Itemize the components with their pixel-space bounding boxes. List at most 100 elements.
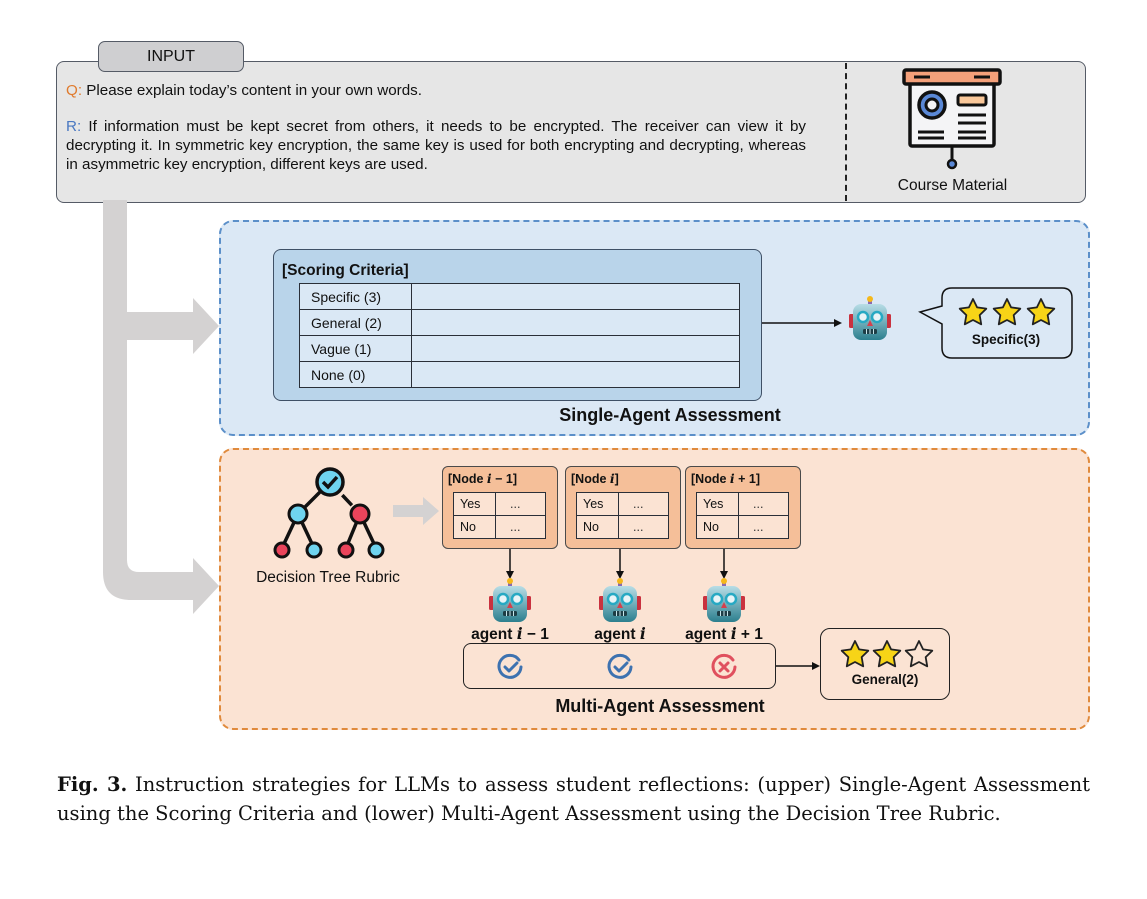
criteria-label: Vague (1) xyxy=(299,335,412,362)
decision-node: [Node i + 1] Yes...No... xyxy=(685,466,801,549)
criteria-value xyxy=(411,309,740,336)
speech-bubble xyxy=(918,287,1073,359)
check-circle-icon xyxy=(495,652,525,682)
agent-label-prefix: agent xyxy=(685,626,731,643)
node-title-prefix: [Node xyxy=(448,472,487,486)
star-filled-icon xyxy=(872,640,902,668)
node-row-key: No xyxy=(696,515,739,539)
node-title-suffix: + 1] xyxy=(734,472,761,486)
node-variable: i xyxy=(729,471,735,486)
response-line: R: If information must be kept secret fr… xyxy=(66,117,806,174)
agent-label-suffix: + 1 xyxy=(736,626,763,643)
arrow-down-icon xyxy=(505,549,515,579)
decision-tree-rubric-label: Decision Tree Rubric xyxy=(256,569,400,586)
criteria-value xyxy=(411,335,740,362)
criteria-row: General (2) xyxy=(299,309,740,336)
node-row: No... xyxy=(696,515,789,539)
arrow-down-icon xyxy=(719,549,729,579)
node-title-prefix: [Node xyxy=(571,472,610,486)
question-prefix: Q: xyxy=(66,82,83,99)
node-title-suffix: ] xyxy=(614,472,619,486)
star-filled-icon xyxy=(958,298,988,326)
multi-agent-result-label: General(2) xyxy=(851,672,919,687)
response-prefix: R: xyxy=(66,118,82,135)
star-empty-icon xyxy=(904,640,934,668)
arrow-right-icon xyxy=(762,319,842,327)
check-circle-icon xyxy=(605,652,635,682)
caption-text: Instruction strategies for LLMs to asses… xyxy=(57,773,1090,825)
criteria-value xyxy=(411,361,740,388)
question-line: Q: Please explain today’s content in you… xyxy=(66,81,806,100)
node-row-key: Yes xyxy=(453,492,496,516)
criteria-row: None (0) xyxy=(299,361,740,388)
arrow-right-icon xyxy=(776,662,820,670)
arrow-right-icon xyxy=(393,497,439,525)
node-row-value: ... xyxy=(495,515,546,539)
agent-label: agent i + 1 xyxy=(669,624,779,644)
node-row-value: ... xyxy=(738,492,789,516)
node-variable: i xyxy=(609,471,615,486)
multi-agent-result-box xyxy=(820,628,950,700)
star-filled-icon xyxy=(840,640,870,668)
agent-label: agent i − 1 xyxy=(455,624,565,644)
criteria-label: General (2) xyxy=(299,309,412,336)
node-row-key: No xyxy=(576,515,619,539)
node-row-value: ... xyxy=(738,515,789,539)
course-material-label: Course Material xyxy=(897,177,1008,194)
node-row-key: Yes xyxy=(576,492,619,516)
star-filled-icon xyxy=(992,298,1022,326)
agent-label-prefix: agent xyxy=(594,626,640,643)
agent-label: agent i xyxy=(565,624,675,644)
input-tab-label: INPUT xyxy=(98,41,244,72)
node-table: Yes...No... xyxy=(696,492,789,539)
agent-variable: i xyxy=(730,624,737,643)
single-agent-title: Single-Agent Assessment xyxy=(559,405,781,425)
figure-label: Fig. 3. xyxy=(57,773,128,796)
node-row: Yes... xyxy=(576,492,669,516)
arrow-down-icon xyxy=(615,549,625,579)
figure-caption: Fig. 3. Instruction strategies for LLMs … xyxy=(57,770,1090,828)
decision-node: [Node i] Yes...No... xyxy=(565,466,681,549)
decision-node: [Node i − 1] Yes...No... xyxy=(442,466,558,549)
node-table: Yes...No... xyxy=(453,492,546,539)
scoring-criteria-table: Specific (3) General (2) Vague (1) None … xyxy=(299,283,740,388)
star-rating xyxy=(958,298,1056,326)
input-text: Q: Please explain today’s content in you… xyxy=(66,81,806,174)
x-circle-icon xyxy=(709,652,739,682)
criteria-label: Specific (3) xyxy=(299,283,412,310)
node-row-value: ... xyxy=(495,492,546,516)
robot-icon xyxy=(701,578,747,624)
single-agent-result-label: Specific(3) xyxy=(971,332,1041,347)
node-row: No... xyxy=(453,515,546,539)
agent-label-prefix: agent xyxy=(471,626,517,643)
criteria-row: Specific (3) xyxy=(299,283,740,310)
flow-arrows xyxy=(103,200,219,614)
question-text: Please explain today’s content in your o… xyxy=(82,82,422,99)
node-row: No... xyxy=(576,515,669,539)
node-title: [Node i] xyxy=(571,471,619,486)
node-title: [Node i + 1] xyxy=(691,471,760,486)
star-filled-icon xyxy=(1026,298,1056,326)
node-row-key: No xyxy=(453,515,496,539)
input-divider xyxy=(845,63,847,201)
node-row-value: ... xyxy=(618,515,669,539)
node-table: Yes...No... xyxy=(576,492,669,539)
robot-icon xyxy=(597,578,643,624)
multi-agent-title: Multi-Agent Assessment xyxy=(555,696,765,716)
criteria-row: Vague (1) xyxy=(299,335,740,362)
criteria-label: None (0) xyxy=(299,361,412,388)
node-title: [Node i − 1] xyxy=(448,471,517,486)
agent-variable: i xyxy=(639,624,646,643)
node-row: Yes... xyxy=(696,492,789,516)
robot-icon xyxy=(487,578,533,624)
presentation-board-icon xyxy=(902,68,1002,170)
node-row: Yes... xyxy=(453,492,546,516)
agent-label-suffix: − 1 xyxy=(522,626,549,643)
decision-tree-icon xyxy=(273,467,385,559)
node-title-prefix: [Node xyxy=(691,472,730,486)
scoring-criteria-title: [Scoring Criteria] xyxy=(282,262,409,279)
node-variable: i xyxy=(486,471,492,486)
agent-variable: i xyxy=(516,624,523,643)
node-title-suffix: − 1] xyxy=(491,472,518,486)
node-row-key: Yes xyxy=(696,492,739,516)
